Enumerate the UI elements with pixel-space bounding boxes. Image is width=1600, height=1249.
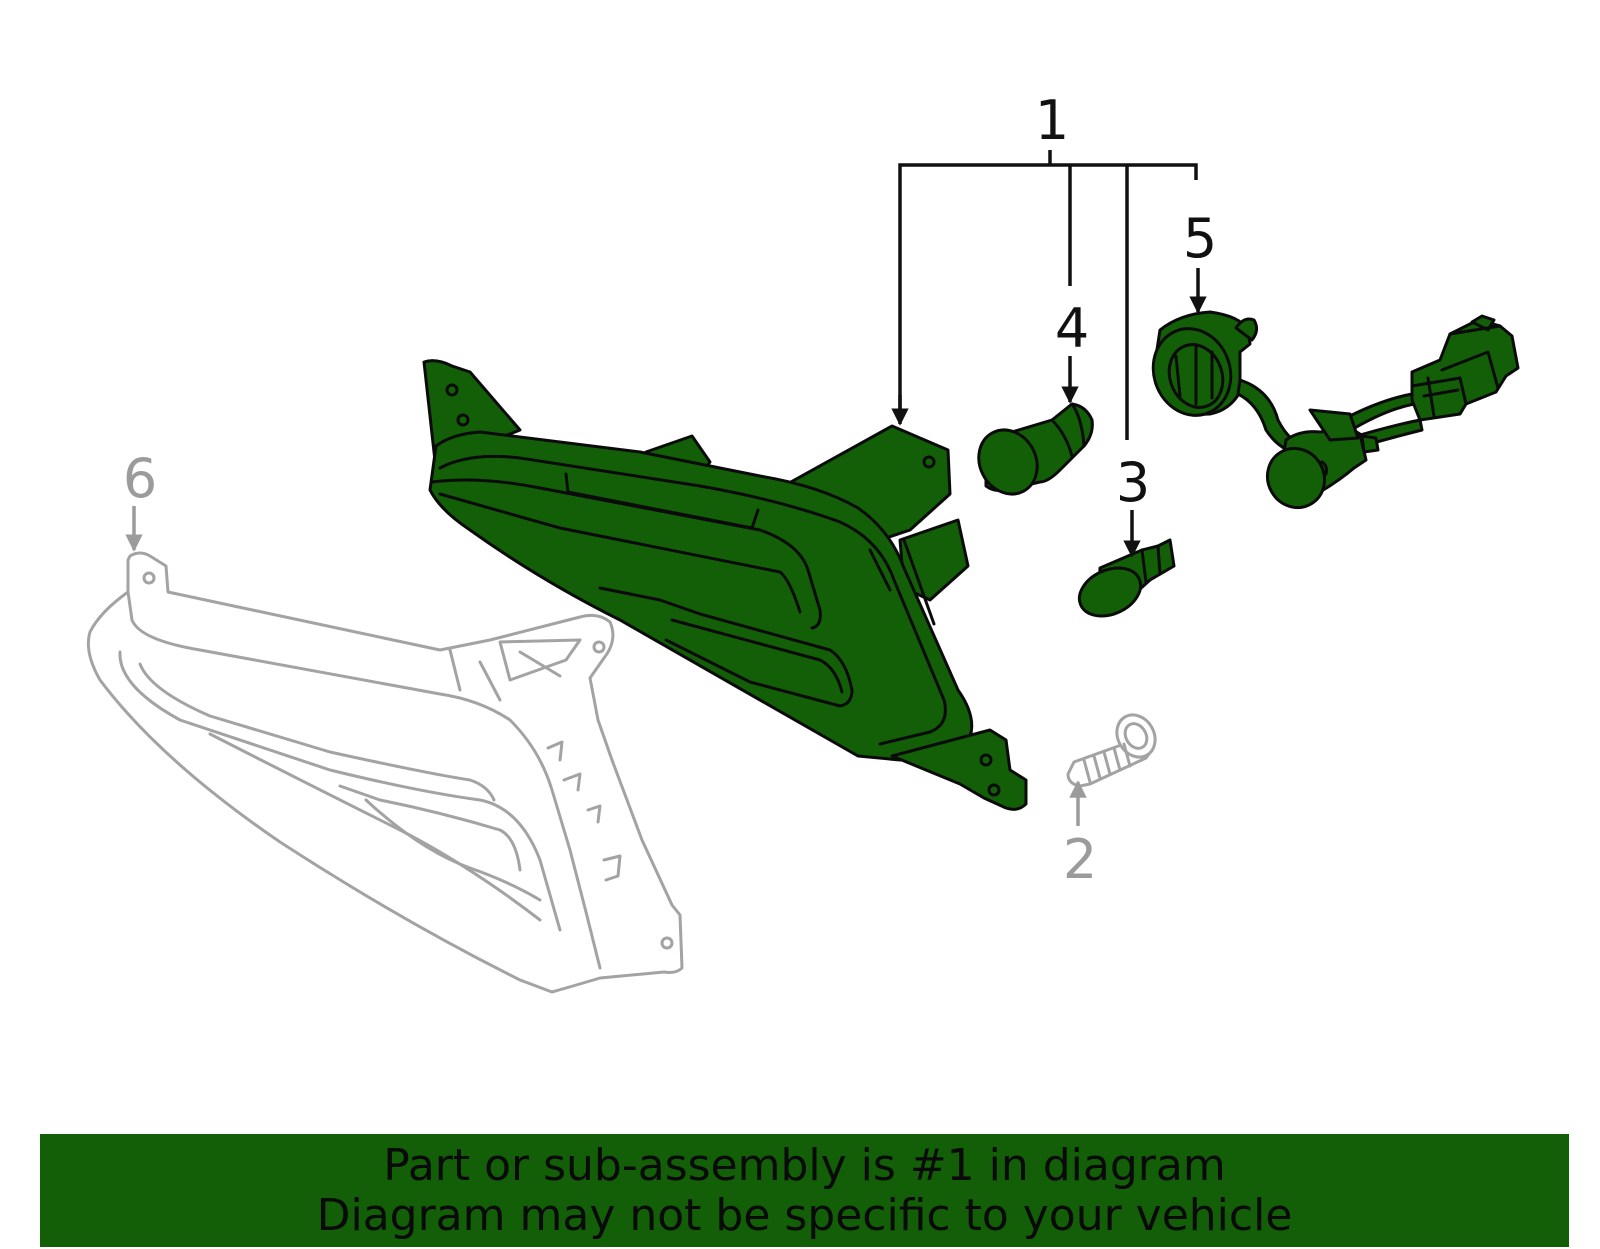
bulb-part-4 [977, 402, 1094, 496]
bulb-part-3 [1077, 538, 1176, 618]
info-banner: Part or sub-assembly is #1 in diagram Di… [40, 1134, 1569, 1247]
callout-6: 6 [123, 447, 157, 510]
banner-line-2: Diagram may not be specific to your vehi… [316, 1189, 1293, 1241]
callout-5: 5 [1183, 207, 1217, 270]
leader-lines [125, 150, 1207, 826]
callout-3: 3 [1116, 451, 1150, 514]
screw-part-2 [1066, 713, 1157, 788]
callout-4: 4 [1055, 297, 1089, 360]
banner-line-1: Part or sub-assembly is #1 in diagram [383, 1139, 1226, 1191]
socket-harness-part-5 [1151, 310, 1520, 510]
lamp-housing-part-1 [422, 359, 1028, 811]
callout-1: 1 [1035, 89, 1069, 152]
bezel-part-6 [86, 551, 684, 994]
callout-2: 2 [1063, 828, 1097, 891]
